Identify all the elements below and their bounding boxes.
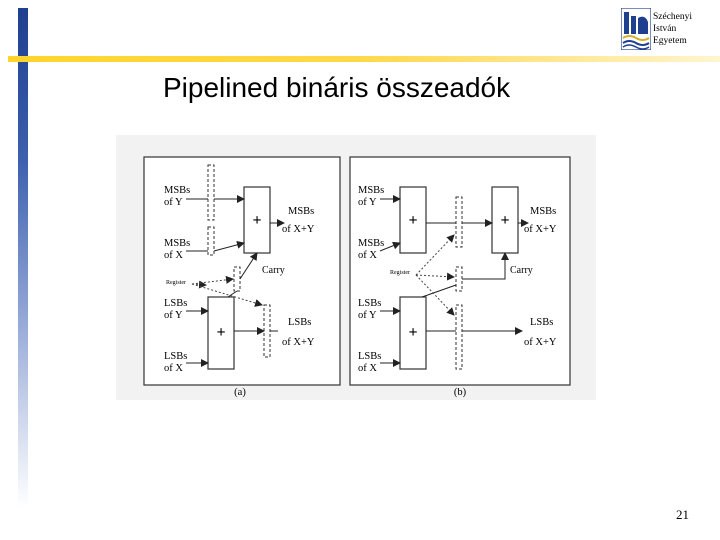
- msb-adder: [243, 186, 271, 254]
- msbs-y-label: MSBs: [164, 185, 190, 196]
- lsbs-x-label: of X: [358, 363, 377, 374]
- lsbs-sum-label: LSBs: [288, 317, 311, 328]
- msbs-sum-label: of X+Y: [524, 224, 557, 235]
- carry-register: [233, 266, 241, 292]
- lsbs-y-label: of Y: [164, 310, 183, 321]
- register-label: Register: [390, 270, 410, 276]
- msb-adder-stage2: [491, 186, 519, 254]
- university-name-line: Egyetem: [653, 36, 687, 46]
- carry-register: [455, 266, 463, 292]
- register-msb-partial: [455, 196, 463, 248]
- panel-caption: (a): [234, 387, 246, 398]
- lsb-adder: [399, 296, 427, 370]
- lsbs-x-label: LSBs: [164, 351, 187, 362]
- university-name: Széchenyi István Egyetem: [653, 11, 692, 47]
- register-lsb-sum: [455, 304, 463, 370]
- msbs-x-label: of X: [164, 250, 183, 261]
- msbs-sum-label: of X+Y: [282, 224, 315, 235]
- carry-label: Carry: [262, 265, 285, 276]
- pipelined-adder-figure: MSBs of Y MSBs of X LSBs of Y LSBs of X …: [116, 135, 596, 400]
- panel-b: MSBs of Y MSBs of X LSBs of Y LSBs of X …: [349, 156, 571, 398]
- msbs-y-label: of Y: [164, 197, 183, 208]
- lsbs-y-label: LSBs: [358, 298, 381, 309]
- panel-caption: (b): [454, 387, 467, 398]
- register-msb-x: [207, 226, 215, 256]
- msbs-x-label: MSBs: [164, 238, 190, 249]
- lsbs-y-label: LSBs: [164, 298, 187, 309]
- university-name-line: Széchenyi: [653, 12, 693, 22]
- pipelined-adder-diagram: MSBs of Y MSBs of X LSBs of Y LSBs of X …: [143, 156, 571, 398]
- msbs-y-label: of Y: [358, 197, 377, 208]
- university-name-line: István: [653, 24, 677, 34]
- page-number: 21: [676, 507, 689, 522]
- slide-title: Pipelined bináris összeadók: [163, 72, 511, 103]
- lsbs-x-label: of X: [164, 363, 183, 374]
- carry-label: Carry: [510, 265, 533, 276]
- msbs-x-label: of X: [358, 250, 377, 261]
- szechenyi-university-logo-icon: [621, 8, 651, 50]
- lsbs-sum-label: LSBs: [530, 317, 553, 328]
- adder-symbol: +: [252, 212, 261, 229]
- adder-symbol: +: [500, 212, 509, 229]
- lsbs-sum-label: of X+Y: [282, 337, 315, 348]
- lsbs-y-label: of Y: [358, 310, 377, 321]
- lsbs-x-label: LSBs: [358, 351, 381, 362]
- adder-symbol: +: [408, 212, 417, 229]
- register-lsb-sum: [263, 304, 271, 358]
- panel-a: MSBs of Y MSBs of X LSBs of Y LSBs of X …: [143, 156, 341, 398]
- adder-symbol: +: [408, 324, 417, 341]
- msbs-sum-label: MSBs: [288, 206, 314, 217]
- register-label: Register: [166, 280, 186, 286]
- register-msb-y: [207, 164, 215, 221]
- msbs-y-label: MSBs: [358, 185, 384, 196]
- lsb-adder: [207, 296, 235, 370]
- msbs-sum-label: MSBs: [530, 206, 556, 217]
- adder-symbol: +: [216, 324, 225, 341]
- top-accent-bar: [8, 56, 720, 62]
- left-accent-bar: [18, 8, 28, 508]
- msb-adder-stage1: [399, 186, 427, 254]
- msbs-x-label: MSBs: [358, 238, 384, 249]
- lsbs-sum-label: of X+Y: [524, 337, 557, 348]
